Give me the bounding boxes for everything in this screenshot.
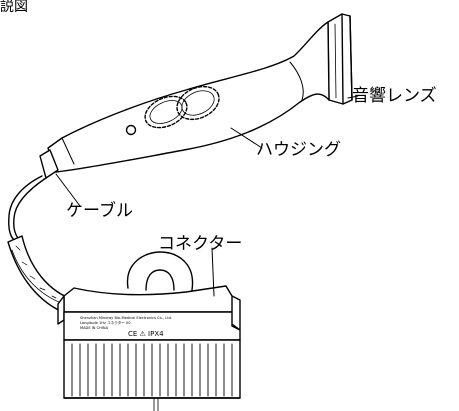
label-acoustic-lens: 音響レンズ — [352, 86, 437, 106]
label-housing: ハウジング — [256, 140, 341, 160]
connector-ribs — [71, 343, 233, 397]
plate-line-3: MADE IN CHINA — [80, 326, 109, 330]
connector-body — [57, 251, 241, 411]
cable-strain-relief — [39, 149, 59, 179]
diagram-title: 説図 — [0, 0, 28, 15]
label-connector: コネクター — [158, 234, 243, 254]
label-cable: ケーブル — [66, 201, 133, 221]
acoustic-lens — [327, 13, 353, 105]
plate-marks: CE ⚠ IPX4 — [128, 330, 164, 338]
leader-lines — [55, 95, 359, 297]
cable — [8, 175, 47, 241]
plate-line-1: Shenzhen Mindray Bio-Medical Electronics… — [80, 316, 172, 320]
plate-line-2: Longitude 1Hz コネクター 00 — [80, 320, 131, 325]
